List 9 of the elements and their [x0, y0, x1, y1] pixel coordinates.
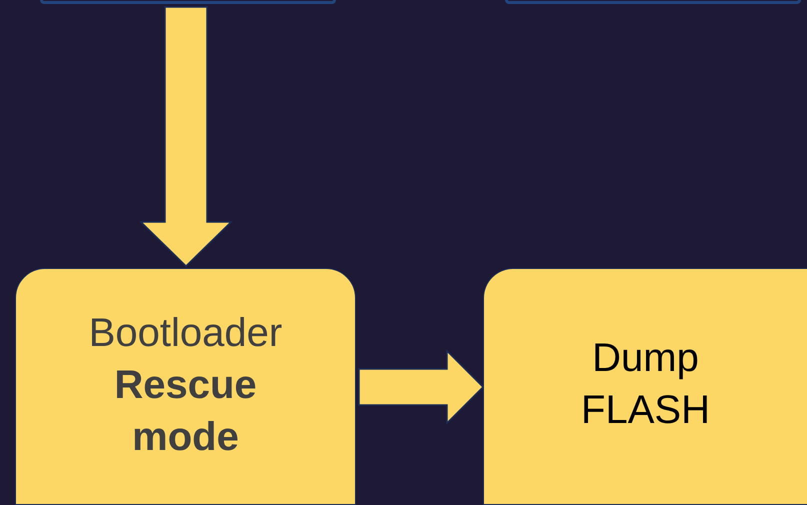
cut-off-box — [40, 0, 336, 4]
block-arrow — [139, 6, 233, 268]
process-box — [15, 268, 356, 505]
cut-off-box — [505, 0, 801, 4]
box-subtitle: Rescue mode — [113, 362, 258, 461]
process-box — [483, 268, 807, 505]
block-arrow — [358, 349, 484, 425]
box-title: Dump FLASH — [580, 334, 711, 434]
box-title: Bootloader — [88, 310, 282, 357]
